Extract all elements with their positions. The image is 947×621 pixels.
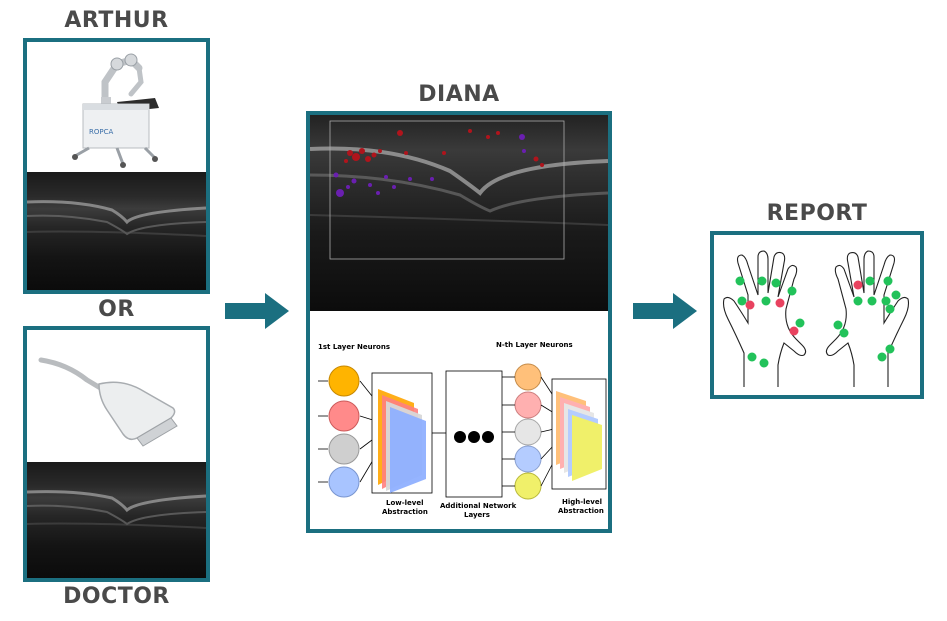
high-level-label-line1: High-level: [562, 498, 602, 506]
neuron-1-grey: [328, 433, 360, 465]
neuron-n-orange: [514, 363, 542, 391]
ultrasound-probe-image: [38, 357, 178, 447]
doctor-panel: [23, 326, 210, 582]
left-hand-outline: [722, 250, 807, 387]
low-level-label-line1: Low-level: [386, 499, 424, 507]
arthur-heading: ARTHUR: [64, 8, 169, 33]
arrow-to-diana: [225, 293, 289, 329]
nth-layer-label: N-th Layer Neurons: [496, 341, 573, 349]
diana-doppler-image: [310, 115, 608, 311]
ultrasound-image-arthur: [27, 172, 206, 290]
hands-report-image: [722, 250, 910, 387]
report-heading: REPORT: [766, 201, 868, 226]
right-hand-outline: [825, 250, 910, 387]
robot-image: ROPCA: [72, 53, 159, 168]
arrow-to-report: [633, 293, 697, 329]
neuron-n-blue: [514, 445, 542, 473]
neuron-n-pink: [514, 391, 542, 419]
neuron-n-grey: [514, 418, 542, 446]
high-level-label-line2: Abstraction: [558, 507, 604, 515]
additional-layers-label-line1: Additional Network: [440, 502, 517, 510]
left-hand-markers: [735, 276, 805, 368]
low-level-label-line2: Abstraction: [382, 508, 428, 516]
neuron-1-blue: [328, 466, 360, 498]
neuron-1-red: [328, 400, 360, 432]
diana-heading: DIANA: [418, 82, 500, 107]
first-layer-label: 1st Layer Neurons: [318, 343, 390, 351]
diana-panel: 1st Layer Neurons N-th Layer Neurons Low…: [306, 111, 612, 533]
additional-layers-label-line2: Layers: [464, 511, 490, 519]
robot-brand-text: ROPCA: [89, 128, 113, 136]
doctor-heading: DOCTOR: [63, 584, 170, 609]
arthur-panel: ROPCA: [23, 38, 210, 294]
ultrasound-image-doctor: [27, 462, 206, 578]
neuron-1-yellow: [328, 365, 360, 397]
report-panel: [710, 231, 924, 399]
neuron-n-yellow: [514, 472, 542, 500]
right-hand-markers: [833, 276, 901, 362]
neural-network-diagram: 1st Layer Neurons N-th Layer Neurons Low…: [318, 341, 607, 519]
or-heading: OR: [98, 297, 135, 322]
